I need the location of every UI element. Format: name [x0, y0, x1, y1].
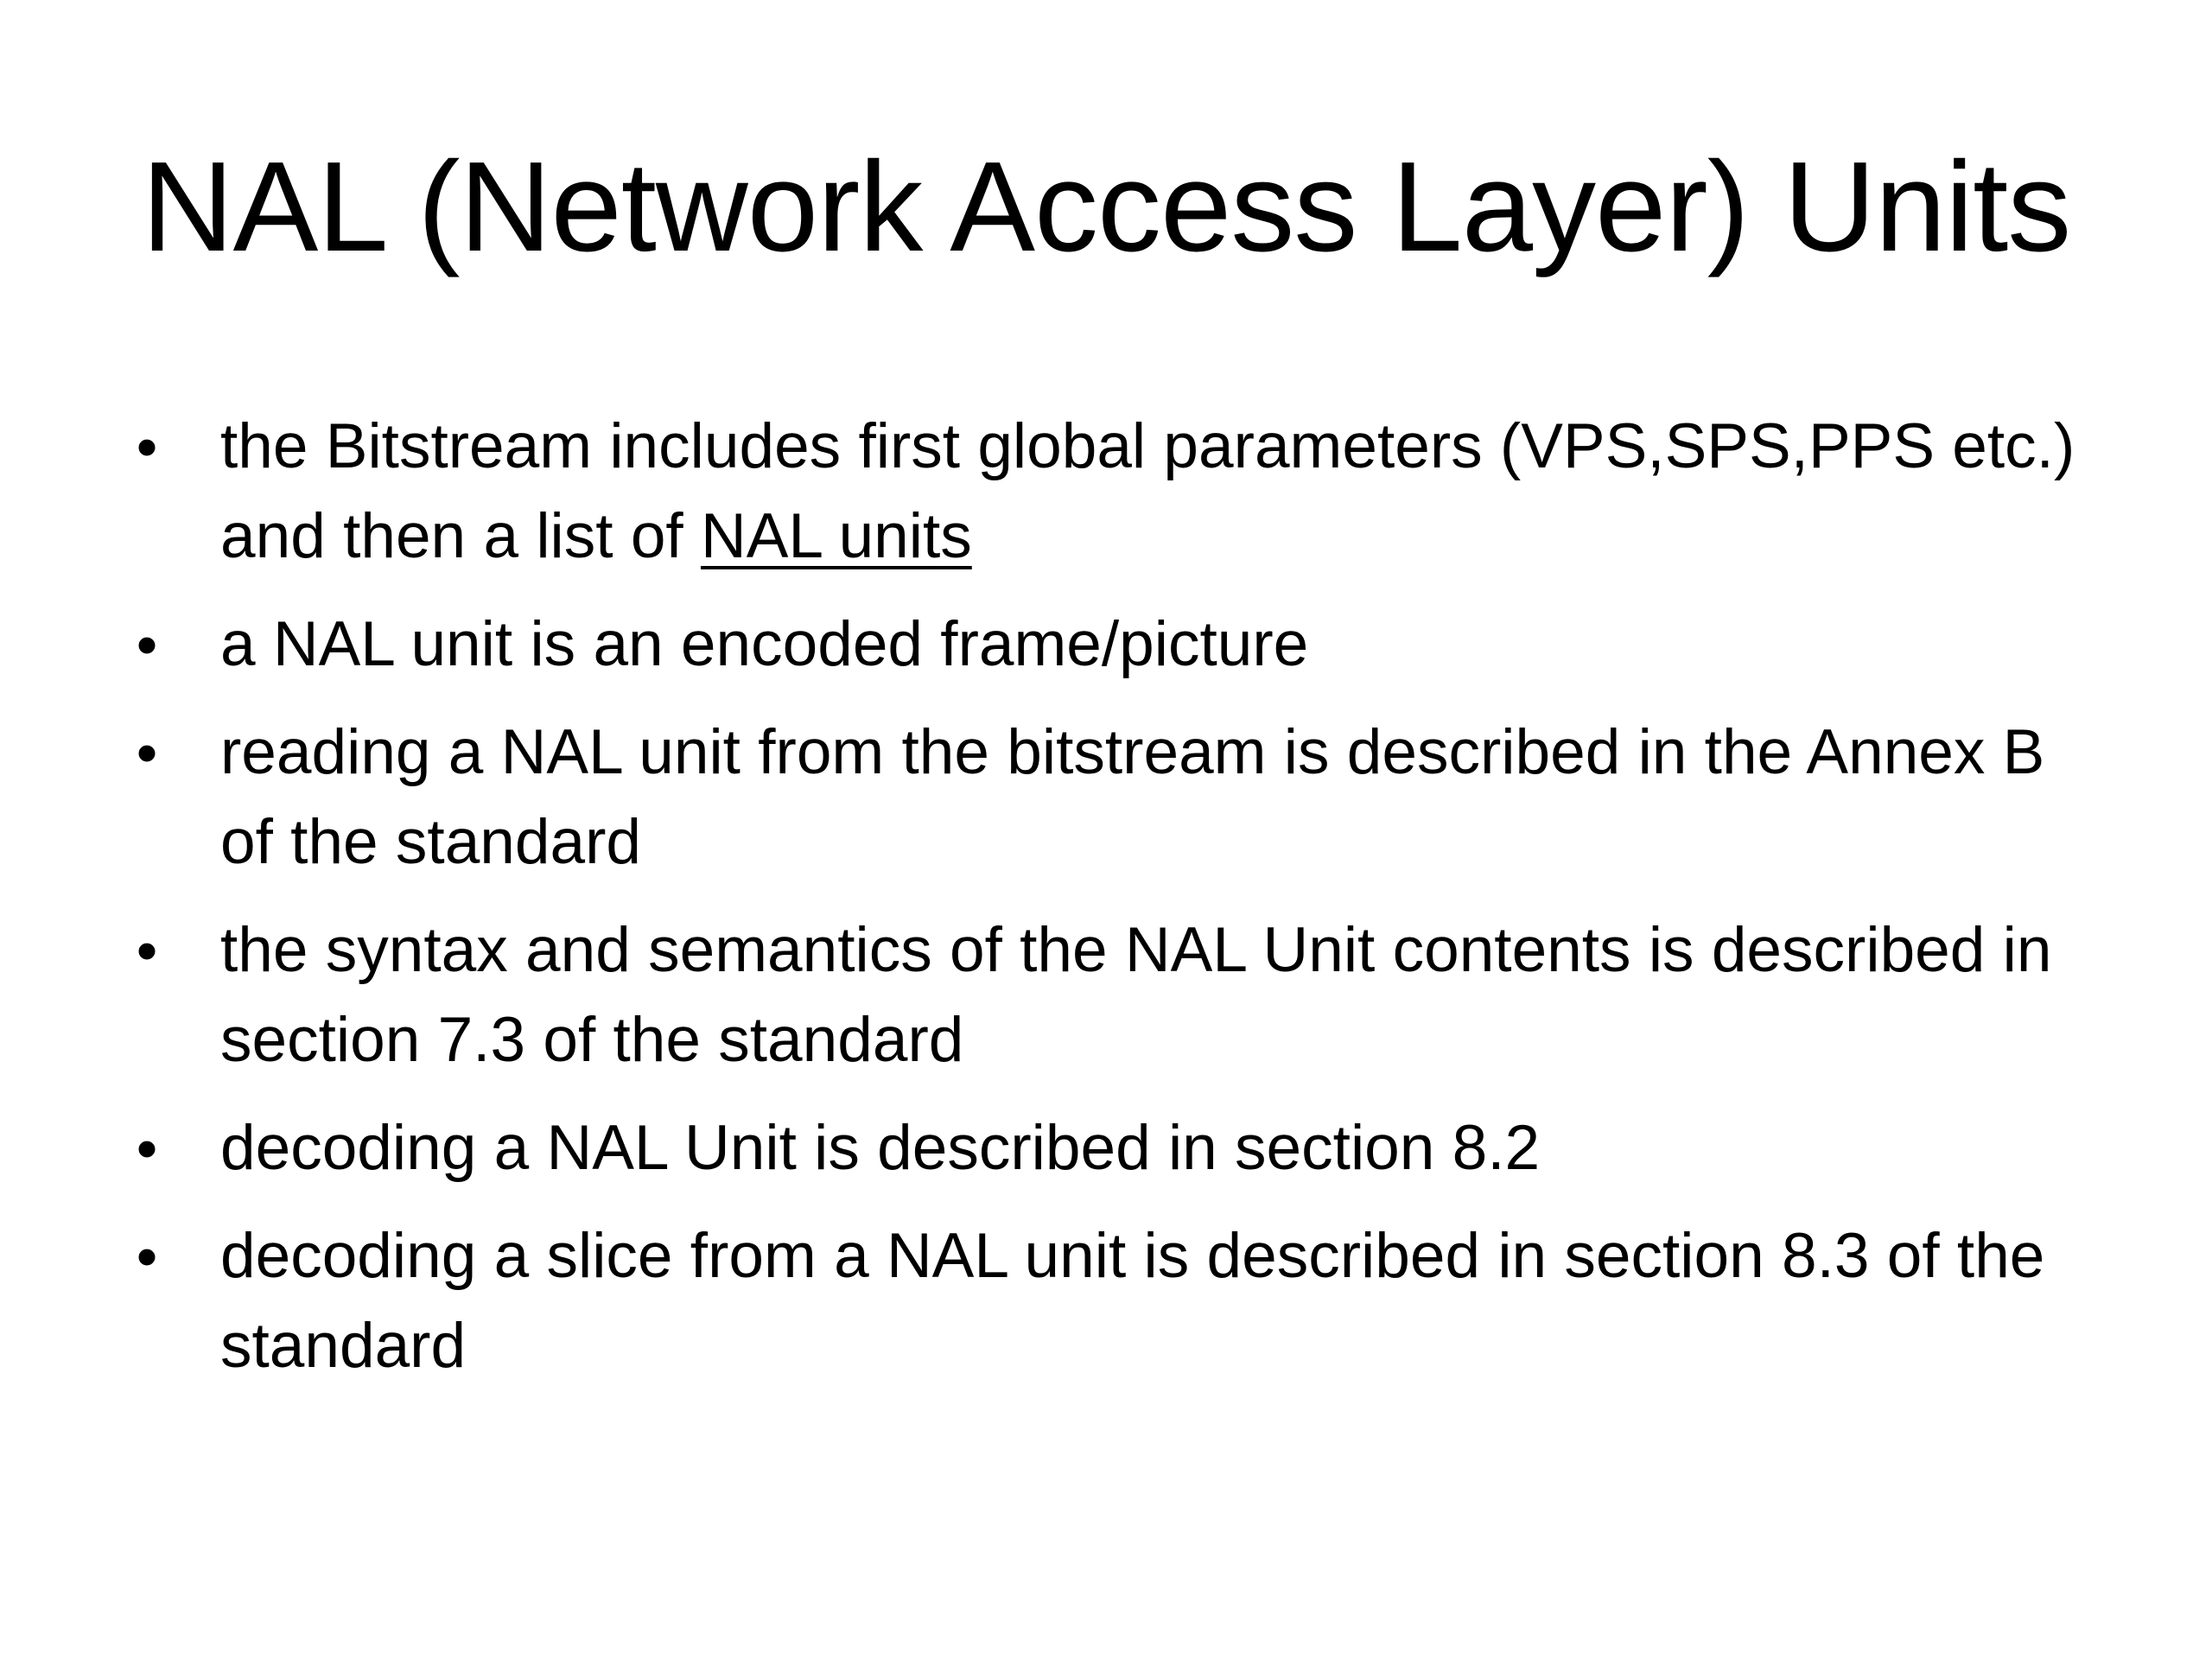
bullet-item-decoding-nal: • decoding a NAL Unit is described in se…: [121, 1103, 2091, 1193]
bullet-icon: •: [136, 1223, 158, 1290]
bullet-item-nal-unit-definition: • a NAL unit is an encoded frame/picture: [121, 600, 2091, 690]
bullet-text: decoding a NAL Unit is described in sect…: [220, 1113, 1541, 1183]
bullet-item-bitstream: • the Bitstream includes first global pa…: [121, 402, 2091, 582]
bullet-text: the syntax and semantics of the NAL Unit…: [220, 915, 2052, 1075]
bullet-icon: •: [136, 1115, 158, 1182]
bullet-text: a NAL unit is an encoded frame/picture: [220, 609, 1309, 679]
nal-units-underlined-text: NAL units: [700, 501, 972, 571]
bullet-item-syntax-semantics: • the syntax and semantics of the NAL Un…: [121, 906, 2091, 1085]
bullet-icon: •: [136, 917, 158, 984]
bullet-item-annex-b: • reading a NAL unit from the bitstream …: [121, 708, 2091, 887]
bullet-text: decoding a slice from a NAL unit is desc…: [220, 1221, 2045, 1381]
bullet-icon: •: [136, 611, 158, 678]
bullet-text: reading a NAL unit from the bitstream is…: [220, 717, 2045, 877]
bullet-icon: •: [136, 413, 158, 480]
slide-title: NAL (Network Access Layer) Units: [141, 136, 2072, 278]
bullet-item-decoding-slice: • decoding a slice from a NAL unit is de…: [121, 1211, 2091, 1391]
bullet-icon: •: [136, 719, 158, 786]
bullet-text: the Bitstream includes first global para…: [220, 411, 2075, 571]
bullet-list: • the Bitstream includes first global pa…: [121, 402, 2091, 1409]
